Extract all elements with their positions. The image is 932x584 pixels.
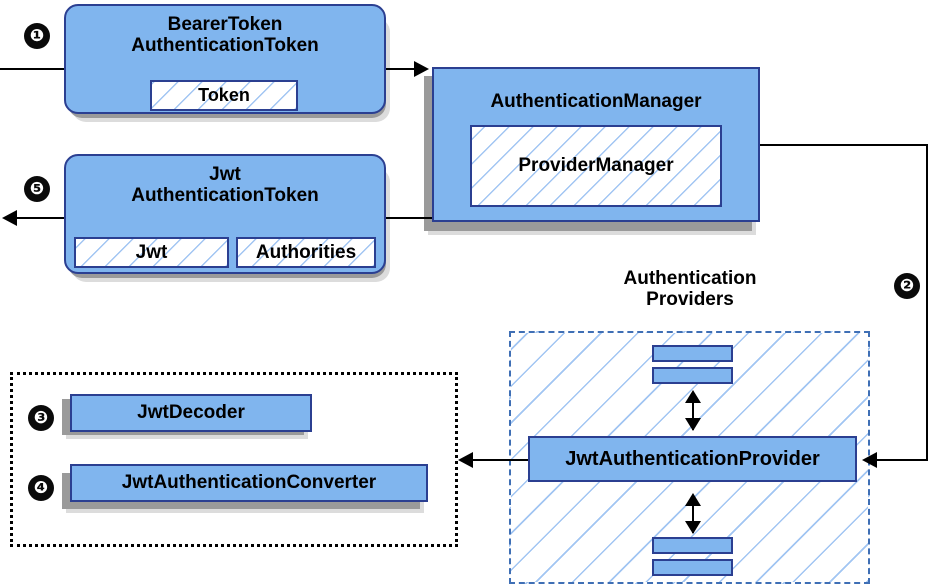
bearer-to-manager-arrowhead: [414, 61, 429, 77]
node-jwt-authentication-converter[interactable]: JwtAuthenticationConverter: [70, 464, 428, 502]
provider-to-support-arrowhead: [458, 452, 473, 468]
manager-to-provider-arrowhead: [862, 452, 877, 468]
incoming-request-line: [0, 68, 70, 70]
outgoing-response-arrowhead: [2, 210, 17, 226]
slot-token: Token: [150, 80, 298, 111]
provider-link-top-line: [692, 392, 694, 430]
provider-link-bottom-line: [692, 495, 694, 533]
node-bearer-token-title: BearerToken AuthenticationToken: [131, 14, 319, 57]
manager-to-provider-line-top: [760, 144, 928, 146]
provider-link-top-arrow-up: [685, 390, 701, 403]
slot-jwt: Jwt: [74, 237, 229, 268]
provider-link-top-arrow-down: [685, 418, 701, 431]
step-marker-4: ❹: [28, 475, 54, 501]
provider-bar-bottom-1: [652, 537, 733, 554]
slot-authorities: Authorities: [236, 237, 376, 268]
step-marker-2: ❷: [894, 273, 920, 299]
slot-provider-manager: ProviderManager: [470, 125, 722, 207]
step-marker-1: ❶: [24, 23, 50, 49]
provider-link-bottom-arrow-down: [685, 521, 701, 534]
group-jwt-support: [10, 372, 458, 547]
manager-to-provider-line-vertical: [926, 144, 928, 460]
node-jwt-decoder[interactable]: JwtDecoder: [70, 394, 312, 432]
provider-bar-top-2: [652, 367, 733, 384]
node-jwt-authentication-converter-title: JwtAuthenticationConverter: [121, 472, 377, 494]
provider-bar-bottom-2: [652, 559, 733, 576]
node-jwt-authentication-provider[interactable]: JwtAuthenticationProvider: [528, 436, 857, 482]
provider-bar-top-1: [652, 345, 733, 362]
node-jwt-authentication-provider-title: JwtAuthenticationProvider: [565, 447, 820, 470]
authentication-providers-caption: Authentication Providers: [623, 268, 757, 311]
step-marker-5: ❺: [24, 176, 50, 202]
provider-link-bottom-arrow-up: [685, 493, 701, 506]
bearer-to-manager-line: [386, 68, 424, 70]
step-marker-3: ❸: [28, 405, 54, 431]
node-jwt-decoder-title: JwtDecoder: [137, 402, 245, 424]
node-authentication-manager-title: AuthenticationManager: [490, 91, 702, 112]
outgoing-response-line: [16, 217, 70, 219]
manager-to-provider-line-bottom: [874, 459, 928, 461]
provider-to-support-line: [470, 459, 528, 461]
node-jwt-authentication-token-title: Jwt AuthenticationToken: [131, 164, 319, 207]
manager-to-jwt-token-line: [386, 217, 436, 219]
